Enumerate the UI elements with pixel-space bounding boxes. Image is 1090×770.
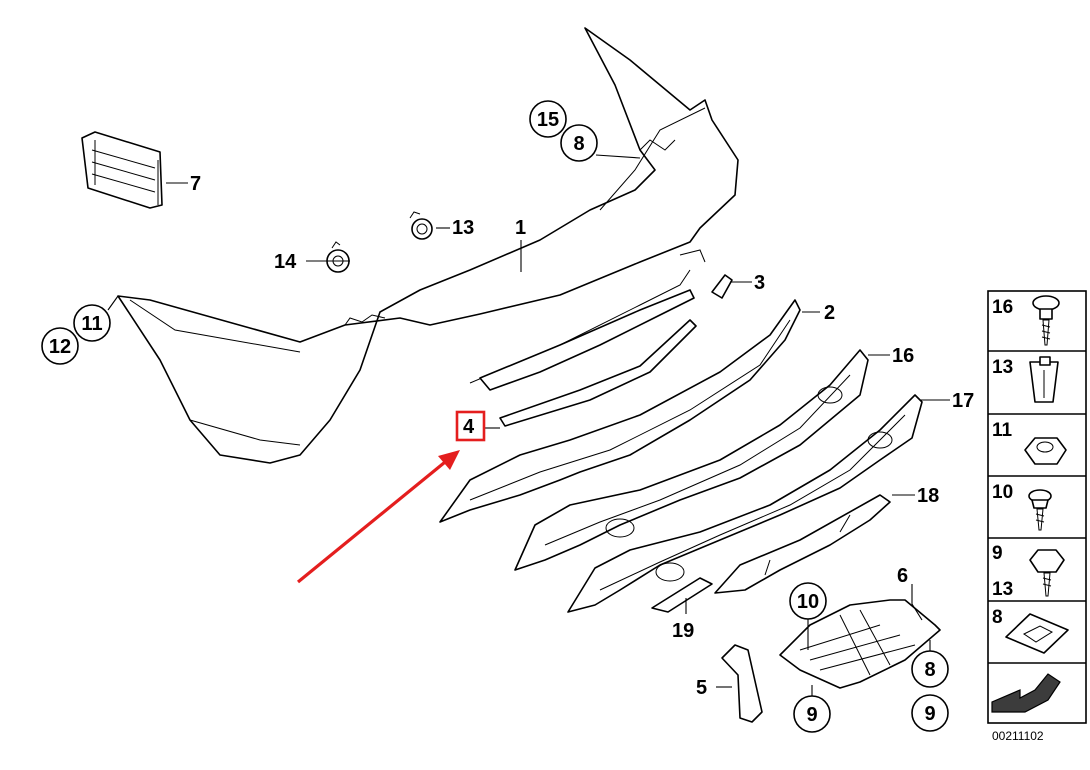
trim-strip — [479, 289, 697, 427]
callout-circle-13: 12 — [41, 327, 79, 365]
diagram-number: 00211102 — [992, 729, 1044, 743]
svg-text:8: 8 — [573, 133, 584, 155]
callout-19: 18 — [917, 485, 939, 507]
callout-circle-10: 9 — [793, 695, 831, 733]
clip-3 — [711, 274, 733, 299]
callout-circle-9: 9 — [911, 694, 949, 732]
callout-labels: 7 13 14 1 3 2 16 17 18 19 6 5 — [190, 173, 974, 699]
panel-label-9: 9 — [992, 543, 1003, 564]
clip-15 — [326, 241, 350, 273]
svg-text:10: 10 — [797, 591, 819, 613]
diffuser-panel-17 — [514, 349, 869, 571]
callout-4-highlight: 4 — [455, 410, 486, 442]
svg-text:8: 8 — [924, 659, 935, 681]
callout-circle-8-bottom: 8 — [911, 650, 949, 688]
panel-label-13: 13 — [992, 357, 1013, 378]
underbody-panel — [779, 599, 941, 689]
expanding-nut-icon — [1029, 356, 1059, 403]
panel-label-8: 8 — [992, 607, 1003, 628]
panel-label-11: 11 — [992, 420, 1013, 441]
direction-arrow-icon — [991, 673, 1061, 713]
highlight-arrow — [296, 450, 460, 584]
callout-6: 6 — [897, 565, 908, 587]
bracket-5 — [721, 644, 763, 723]
callout-circle-8-top: 8 — [560, 124, 598, 162]
callout-2: 2 — [824, 302, 835, 324]
svg-text:12: 12 — [49, 336, 71, 358]
bumper-cover — [117, 27, 739, 464]
callout-15: 14 — [274, 251, 297, 273]
diffuser-panel-18 — [567, 394, 923, 613]
callout-20: 19 — [672, 620, 694, 642]
clip-nut-icon — [1005, 613, 1069, 654]
callout-5: 5 — [696, 677, 707, 699]
panel-label-13b: 13 — [992, 579, 1013, 600]
diffuser-panel — [439, 299, 801, 523]
callout-1: 1 — [515, 217, 526, 239]
svg-text:11: 11 — [81, 313, 102, 335]
hex-nut-icon — [1024, 437, 1067, 465]
grille-7 — [81, 131, 163, 209]
callout-18: 17 — [952, 390, 974, 412]
hardware-panel: 16 13 11 10 9 13 — [987, 290, 1087, 743]
callout-4: 4 — [463, 416, 475, 438]
callout-circle-11: 10 — [789, 582, 827, 620]
callout-14: 13 — [452, 217, 474, 239]
callout-7: 7 — [190, 173, 201, 195]
callout-circle-12: 11 — [73, 304, 111, 342]
svg-text:9: 9 — [924, 703, 935, 725]
panel-label-10: 10 — [992, 482, 1013, 503]
lower-trim-20 — [651, 577, 713, 613]
svg-text:9: 9 — [806, 704, 817, 726]
circled-callouts: 15 8 12 11 10 8 9 9 — [41, 100, 949, 733]
screw-collar-icon — [1032, 295, 1060, 346]
clip-14 — [409, 211, 433, 240]
lower-trim-19 — [714, 494, 891, 594]
callout-circle-16: 15 — [529, 100, 567, 138]
flange-screw-icon — [1028, 489, 1052, 531]
svg-text:15: 15 — [537, 109, 559, 131]
callout-17: 16 — [892, 345, 914, 367]
hex-screw-icon — [1029, 549, 1065, 597]
panel-label-16: 16 — [992, 297, 1013, 318]
callout-3: 3 — [754, 272, 765, 294]
leader-lines — [107, 154, 950, 700]
